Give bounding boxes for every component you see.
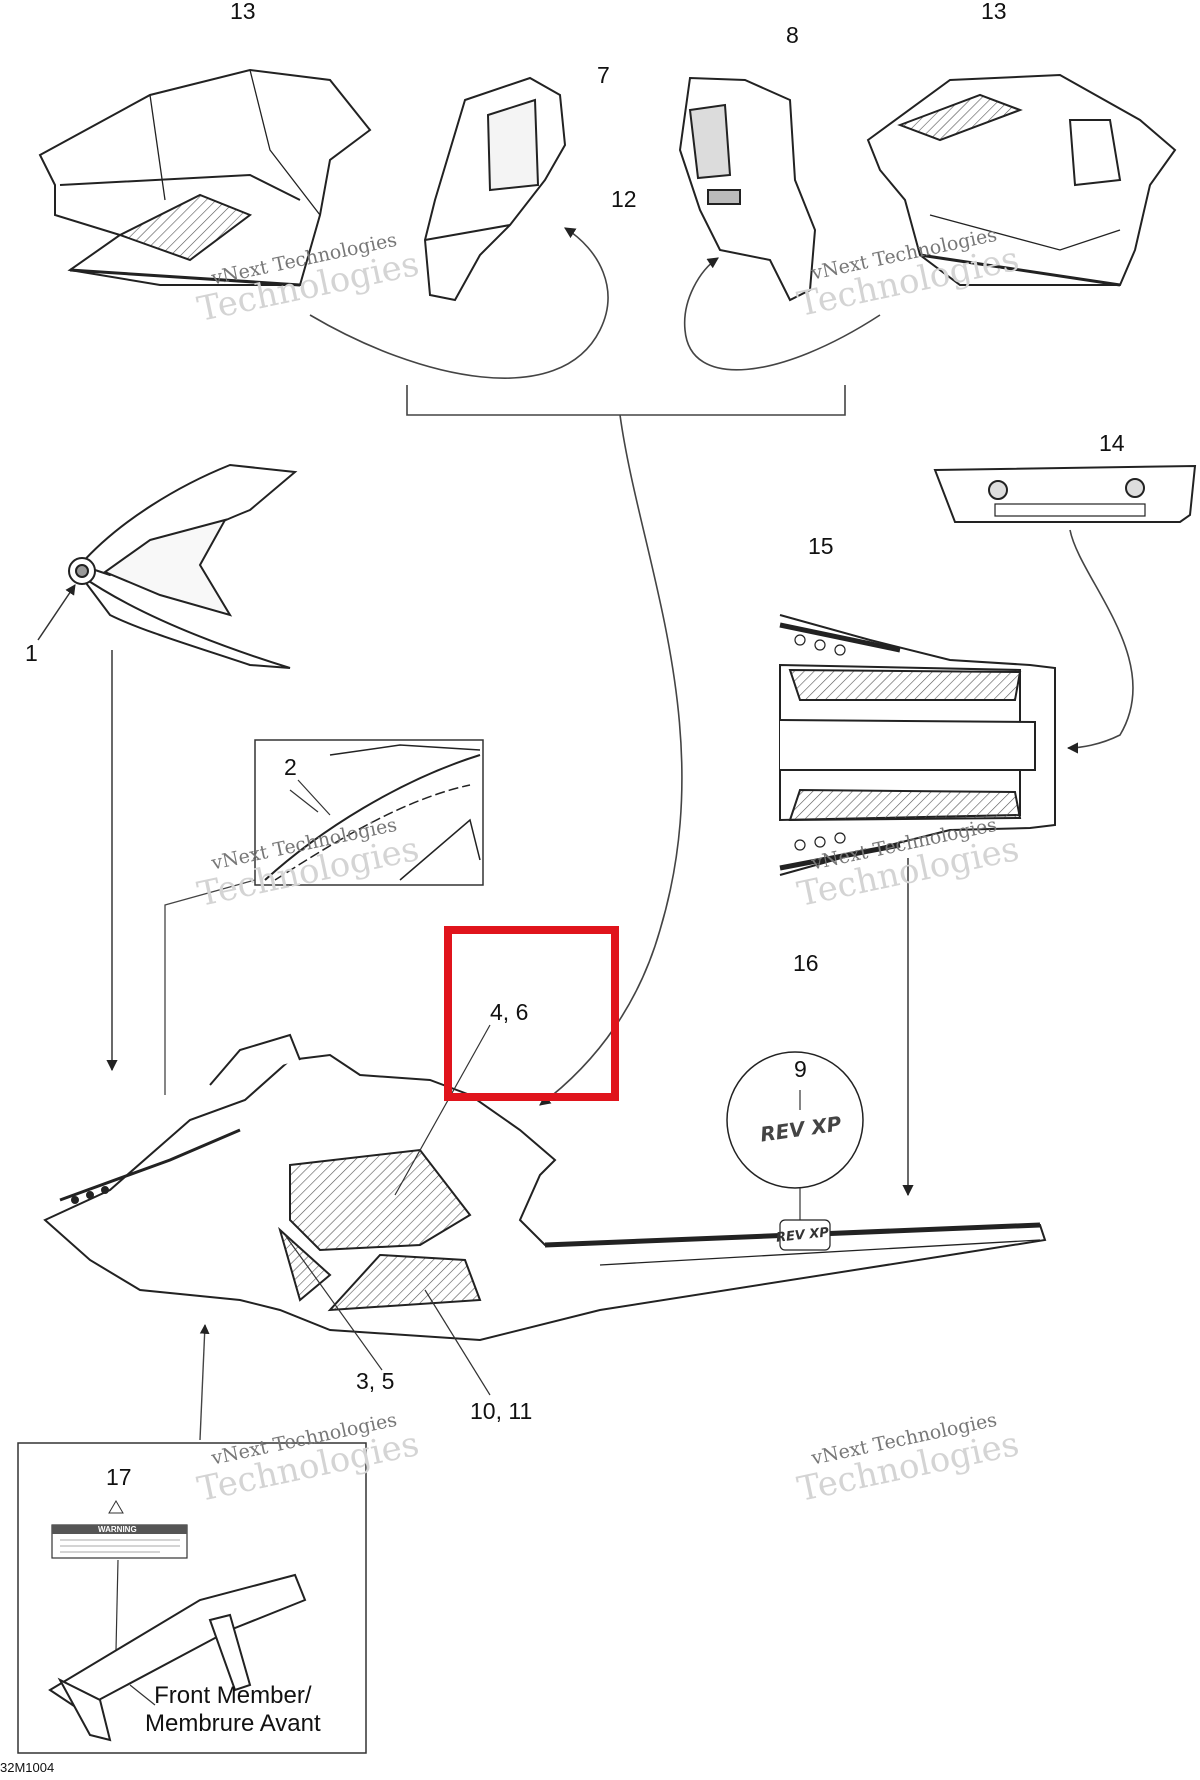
callout-16: 16 xyxy=(793,950,819,976)
figure-code: 32M1004 xyxy=(0,1760,55,1775)
callout-10-11: 10, 11 xyxy=(470,1398,533,1424)
front-member-caption-line1: Front Member/ xyxy=(154,1682,312,1709)
hood-nose xyxy=(68,463,298,669)
running-board xyxy=(779,614,1056,876)
callout-8: 8 xyxy=(786,22,799,48)
callout-9: 9 xyxy=(794,1056,807,1082)
decal-9-circle xyxy=(726,1051,864,1230)
inset-box-2 xyxy=(164,739,484,1095)
front-member-caption-line2: Membrure Avant xyxy=(145,1709,321,1737)
callout-14: 14 xyxy=(1099,430,1125,456)
callout-15: 15 xyxy=(808,533,834,559)
rear-bumper-decal-piece xyxy=(933,464,1197,523)
top-connector-lines xyxy=(309,227,881,1106)
center-left-console xyxy=(423,76,567,302)
callout-4-6: 4, 6 xyxy=(490,999,529,1025)
center-right-console xyxy=(678,76,817,302)
front-member-caption: Front Member/ Membrure Avant xyxy=(145,1682,321,1737)
right-side-panel xyxy=(866,73,1177,287)
snowmobile-body xyxy=(43,1033,1047,1342)
warning-label-text: WARNING xyxy=(98,1525,137,1534)
main-leader-lines xyxy=(284,789,491,1396)
callout-2: 2 xyxy=(284,754,297,780)
highlight-box xyxy=(444,926,619,1101)
inset-front-member xyxy=(17,1442,367,1754)
callout-13-right: 13 xyxy=(981,0,1007,24)
callout-3-5: 3, 5 xyxy=(356,1368,395,1394)
callout-13-left: 13 xyxy=(230,0,256,24)
callout-7: 7 xyxy=(597,62,610,88)
callout-12: 12 xyxy=(611,186,637,212)
callout-17: 17 xyxy=(106,1464,132,1490)
callout-1: 1 xyxy=(25,640,38,666)
left-side-panel xyxy=(38,68,372,287)
